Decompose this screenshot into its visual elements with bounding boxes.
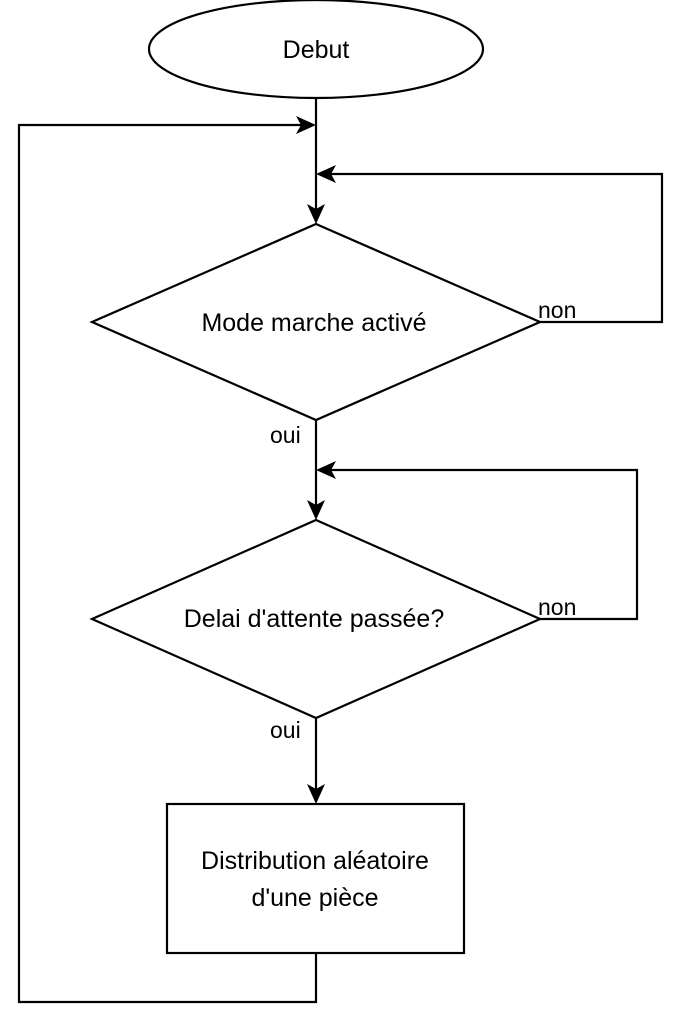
edge-loop-back-main: [17, 123, 318, 1004]
arrowhead-loop-back-main: [296, 116, 316, 134]
arrowhead-mode-entry: [307, 204, 325, 224]
process-distribution-box: [165, 802, 466, 955]
edge-label-mode-yes: oui: [270, 422, 301, 448]
decision-mode-label: Mode marche activé: [201, 309, 426, 337]
process-distribution-line1: Distribution aléatoire: [201, 847, 429, 875]
process-distribution-node: Distribution aléatoire d'une pièce: [165, 802, 466, 955]
process-distribution-line2: d'une pièce: [251, 884, 378, 912]
edge-label-mode-no: non: [538, 297, 576, 323]
decision-mode-node: Mode marche activé: [89, 222, 543, 422]
decision-delay-node: Delai d'attente passée?: [89, 518, 543, 720]
edge-mode-no-loop: [329, 172, 664, 324]
arrowhead-mode-no-loop: [316, 165, 336, 183]
start-label: Debut: [283, 36, 350, 64]
edge-label-delay-yes: oui: [270, 717, 301, 743]
decision-delay-label: Delai d'attente passée?: [184, 605, 445, 633]
edge-label-delay-no: non: [538, 594, 576, 620]
arrowhead-process-entry: [307, 784, 325, 804]
arrowhead-delay-entry: [307, 500, 325, 520]
arrowhead-delay-no-loop: [316, 461, 336, 479]
edge-delay-no-loop: [329, 468, 639, 621]
start-node: Debut: [147, 0, 485, 100]
